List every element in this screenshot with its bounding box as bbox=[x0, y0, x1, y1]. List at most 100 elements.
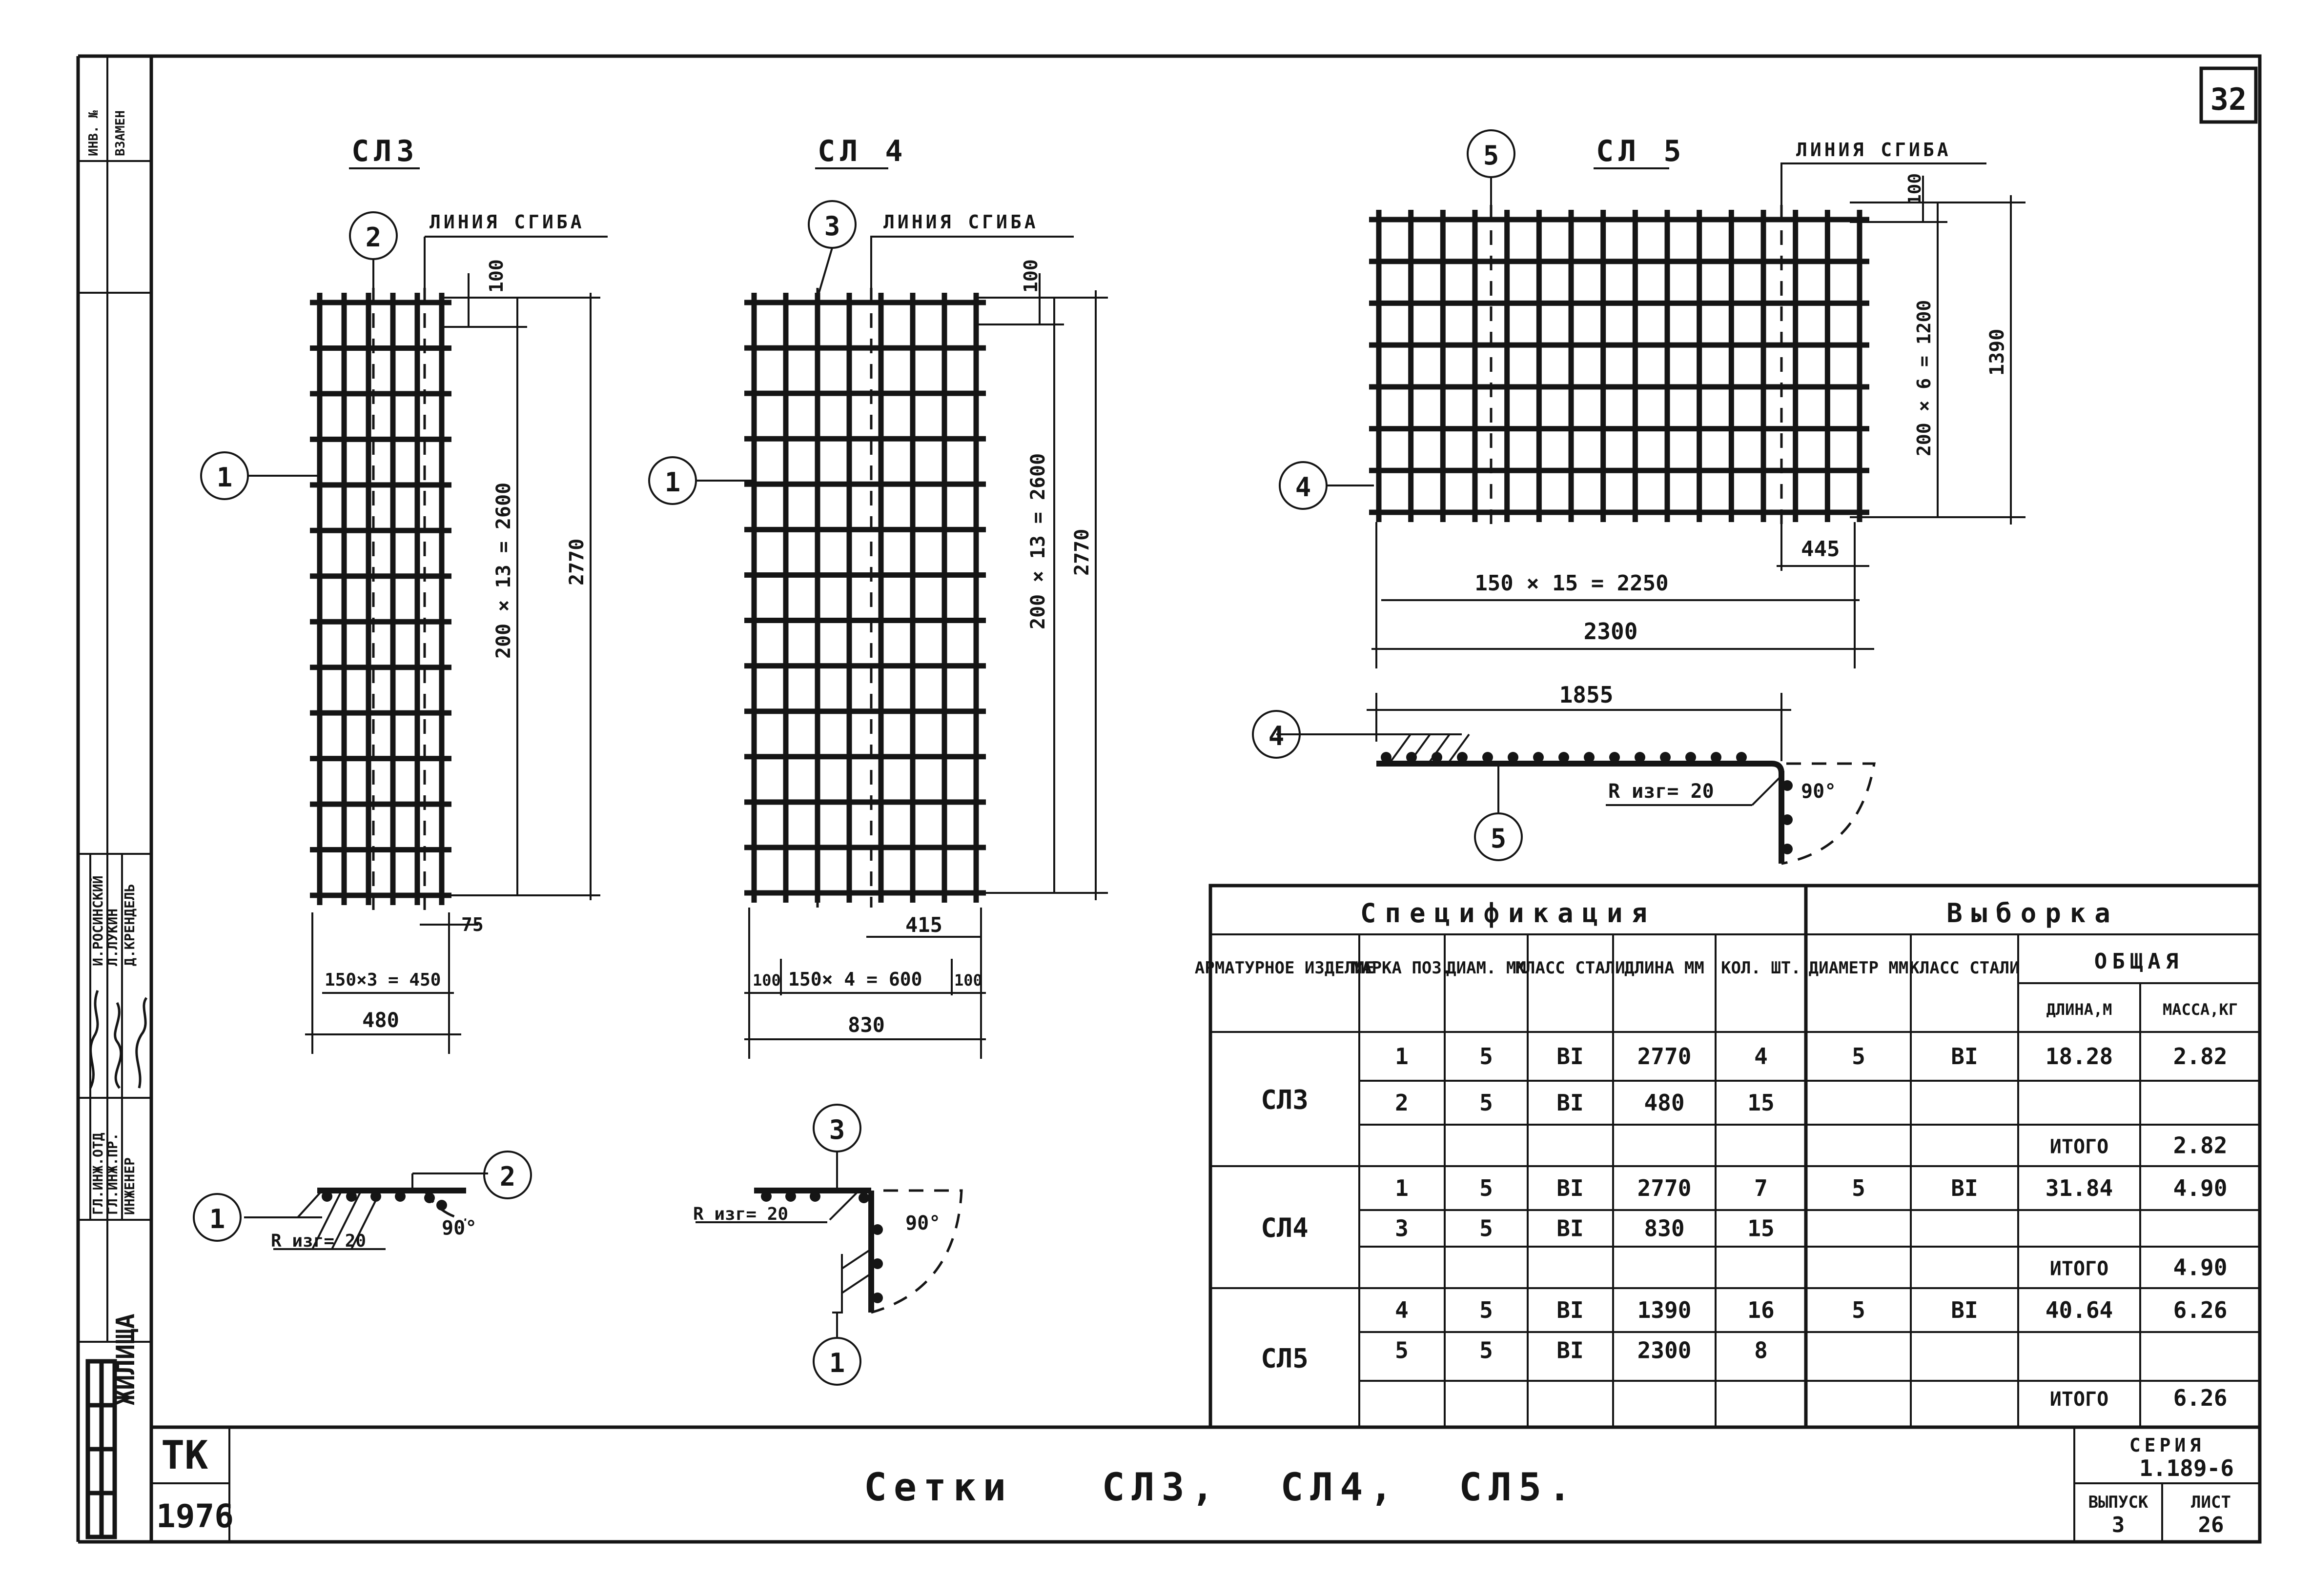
tb-series: 1.189-6 bbox=[2139, 1455, 2234, 1481]
spec-cell: 4 bbox=[1395, 1297, 1409, 1323]
mesh-sl4-bend-label: ЛИНИЯ СГИБА bbox=[883, 211, 1039, 233]
title-block: ТК 1976 Сетки СЛ3, СЛ4, СЛ5. СЕРИЯ 1.189… bbox=[156, 1426, 2261, 1543]
bar-section-dot bbox=[761, 1191, 772, 1202]
mesh-sl3-pos-long: 1 bbox=[217, 462, 233, 493]
spec-cell: 5 bbox=[1479, 1337, 1493, 1364]
tb-issue: 3 bbox=[2112, 1513, 2125, 1537]
sel-total-value: 4.90 bbox=[2173, 1254, 2228, 1281]
bar-section-dot bbox=[785, 1191, 796, 1202]
signature-1 bbox=[89, 990, 99, 1089]
bar-section-dot bbox=[1482, 752, 1493, 763]
spec-item-name: СЛ4 bbox=[1261, 1212, 1309, 1243]
section-sl4-radius: R изг= 20 bbox=[693, 1204, 788, 1224]
tb-sheet: 26 bbox=[2198, 1513, 2224, 1537]
section-sl5-angle: 90° bbox=[1801, 780, 1836, 803]
sel-total-value: 2.82 bbox=[2173, 1132, 2228, 1159]
bar-section-dot bbox=[1782, 814, 1793, 825]
stamp-replace-cell: ВЗАМЕН bbox=[113, 110, 128, 156]
h-tmass: МАССА,КГ bbox=[2163, 1000, 2238, 1019]
mesh-sl3-dim-total: 2770 bbox=[566, 539, 588, 586]
bar-section-dot bbox=[872, 1258, 883, 1269]
bar-section-dot bbox=[859, 1192, 869, 1203]
sel-title: Выборка bbox=[1946, 898, 2119, 929]
mesh-sl3-pos-cross: 2 bbox=[366, 222, 382, 253]
mesh-sl3-dim-width: 480 bbox=[362, 1008, 399, 1032]
spec-cell: 15 bbox=[1747, 1215, 1774, 1242]
mesh-sl4-title: СЛ 4 bbox=[818, 134, 908, 168]
stamp-name-2: Л.ЛУКИН bbox=[104, 909, 121, 966]
spec-cell: 2770 bbox=[1637, 1175, 1692, 1201]
h-sdiam: ДИАМЕТР ММ bbox=[1809, 958, 1909, 978]
sel-cell: BI bbox=[1951, 1043, 1978, 1070]
spec-item-name: СЛ3 bbox=[1261, 1085, 1309, 1115]
drawing-title: Сетки СЛ3, СЛ4, СЛ5. bbox=[864, 1466, 1578, 1510]
mesh-sl4-dim-width: 830 bbox=[848, 1013, 885, 1037]
mesh-sl4-dim-edge-right: 100 bbox=[954, 971, 982, 990]
bar-section-dot bbox=[322, 1191, 332, 1202]
spec-cell: 8 bbox=[1754, 1337, 1768, 1364]
section-sl3: 1 2 R изг= 20 90° bbox=[193, 1151, 532, 1251]
section-sl5-dim-profile: 1855 bbox=[1559, 682, 1614, 708]
sel-cell: 5 bbox=[1852, 1043, 1865, 1070]
bar-section-dot bbox=[872, 1293, 883, 1303]
h-pos: МАРКА ПОЗ. bbox=[1352, 958, 1452, 978]
stamp-name-3: Д.КРЕНДЕЛЬ bbox=[122, 884, 138, 966]
h-diam: ДИАМ. ММ bbox=[1446, 958, 1526, 978]
tb-org: ТК bbox=[161, 1433, 208, 1478]
bar-section-dot bbox=[1660, 752, 1671, 763]
sel-cell: 31.84 bbox=[2046, 1175, 2113, 1201]
spec-cell: BI bbox=[1556, 1175, 1583, 1201]
spec-cell: 3 bbox=[1395, 1215, 1409, 1242]
spec-cell: BI bbox=[1556, 1090, 1583, 1116]
spec-cell: 16 bbox=[1747, 1297, 1774, 1323]
mesh-sl5-dim-span: 200 × 6 = 1200 bbox=[1913, 300, 1935, 456]
bar-section-dot bbox=[346, 1191, 357, 1202]
sel-cell: 5 bbox=[1852, 1297, 1865, 1323]
stamp-inv-cell: ИНВ. № bbox=[86, 110, 101, 156]
bar-section-dot bbox=[1508, 752, 1518, 763]
sel-cell: 40.64 bbox=[2046, 1297, 2113, 1323]
h-qty: КОЛ. ШТ. bbox=[1721, 958, 1801, 978]
section-sl5-pos-a: 4 bbox=[1269, 721, 1285, 751]
stamp-role-1: ГЛ.ИНЖ.ОТД bbox=[90, 1132, 106, 1215]
spec-cell: 1 bbox=[1395, 1043, 1409, 1070]
mesh-sl3-dim-span: 200 × 13 = 2600 bbox=[492, 483, 515, 659]
bar-section-dot bbox=[1711, 752, 1721, 763]
spec-cell: 2770 bbox=[1637, 1043, 1692, 1070]
spec-cell: 4 bbox=[1754, 1043, 1768, 1070]
bar-section-dot bbox=[1609, 752, 1620, 763]
mesh-sl4-dim-edge-left: 100 bbox=[753, 971, 781, 990]
bar-section-dot bbox=[1782, 844, 1793, 854]
h-class: КЛАСС СТАЛИ bbox=[1515, 958, 1625, 978]
bar-section-dot bbox=[1736, 752, 1747, 763]
sel-cell: 2.82 bbox=[2173, 1043, 2228, 1070]
mesh-sl4-grid bbox=[744, 288, 986, 908]
bar-section-dot bbox=[1782, 780, 1793, 791]
h-item: АРМАТУРНОЕ ИЗДЕЛИЕ bbox=[1195, 958, 1374, 978]
h-tlen: ДЛИНА,М bbox=[2046, 1000, 2112, 1019]
mesh-sl5-dim-top: 100 bbox=[1905, 173, 1925, 205]
section-sl4: 3 1 R изг= 20 90° bbox=[693, 1104, 963, 1386]
bar-section-dot bbox=[810, 1191, 820, 1202]
mesh-sl5-pos-cross: 5 bbox=[1483, 140, 1499, 171]
sel-cell: 5 bbox=[1852, 1175, 1865, 1201]
side-stamp: ИНВ. № ВЗАМЕН ГЛ.ИНЖ.ОТД ГЛ.ИНЖ.ПР. ИНЖЕ… bbox=[85, 110, 148, 1539]
spec-cell: 2 bbox=[1395, 1090, 1409, 1116]
mesh-sl4-dim-total: 2770 bbox=[1071, 529, 1093, 576]
bar-section-dot bbox=[395, 1191, 406, 1202]
stamp-role-3: ИНЖЕНЕР bbox=[122, 1157, 138, 1215]
spec-cell: 1390 bbox=[1637, 1297, 1692, 1323]
spec-cell: BI bbox=[1556, 1297, 1583, 1323]
bar-section-dot bbox=[1584, 752, 1595, 763]
drawing-frame bbox=[76, 54, 2262, 1544]
tb-series-label: СЕРИЯ bbox=[2129, 1434, 2205, 1456]
mesh-sl3: СЛ3 ЛИНИЯ СГИБА 2 1 100 200 × 13 = 2600 … bbox=[200, 134, 608, 1054]
bar-section-dot bbox=[1685, 752, 1696, 763]
section-sl5-radius: R изг= 20 bbox=[1608, 780, 1714, 803]
mesh-sl3-dim-grid: 150×3 = 450 bbox=[325, 970, 441, 990]
mesh-sl5-pos-long: 4 bbox=[1295, 472, 1311, 503]
tb-issue-label: ВЫПУСК bbox=[2088, 1493, 2148, 1512]
mesh-sl4-dim-bend: 415 bbox=[905, 913, 942, 937]
spec-cell: BI bbox=[1556, 1337, 1583, 1364]
section-sl3-pos-a: 1 bbox=[209, 1204, 225, 1234]
